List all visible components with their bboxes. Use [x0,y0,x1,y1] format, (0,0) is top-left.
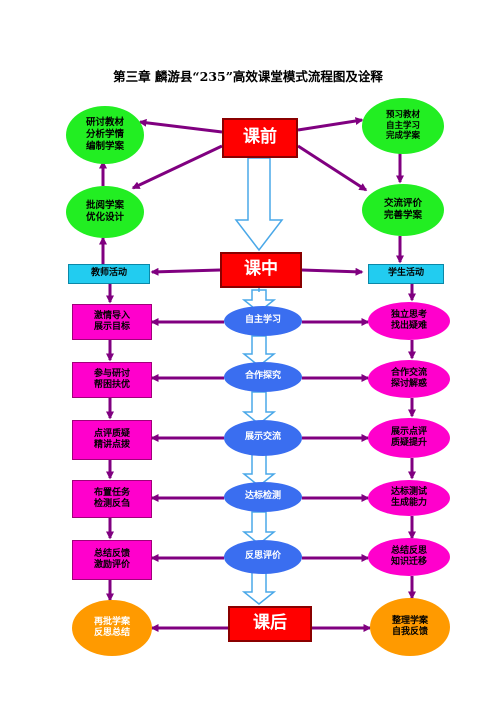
spine-arrow-4 [241,391,277,425]
teacher-step-line: 帮困扶优 [93,380,130,390]
center-step-node: 合作探究 [224,362,302,392]
student-preview-line: 预习教材 [385,110,420,121]
teacher-step-line: 点评质疑 [93,428,130,439]
center-step-node: 反思评价 [224,540,302,574]
student-activity-box: 学生活动 [368,264,444,284]
student-step-line: 展示点评 [390,426,427,437]
teacher-prep-node: 研讨教材 分析学情 编制学案 [66,106,144,164]
student-step-line: 达标测试 [390,486,427,497]
student-activity-label: 学生活动 [387,268,424,279]
student-step-node: 达标测试 生成能力 [368,480,450,516]
arrow-before-to-teacher-prep [138,118,223,134]
student-step-node: 展示点评 质疑提升 [368,418,450,458]
exchange-eval-line: 交流评价 [383,198,422,210]
spine-arrow-6 [241,511,277,545]
phase-after-label: 课后 [253,613,287,634]
teacher-step-line: 检测反刍 [93,499,130,509]
phase-during-label: 课中 [244,259,278,280]
spine-arrow-7 [241,571,277,605]
arrow-before-to-preview [297,117,364,132]
review-plan-line: 批阅学案 [85,200,124,212]
phase-before-label: 课前 [243,127,277,148]
teacher-step-line: 布置任务 [93,487,130,498]
arrow-during-to-teacher [150,267,221,276]
student-step-node: 独立思考 找出疑难 [368,302,450,340]
teacher-step-line: 激情导入 [93,310,130,321]
spine-arrow-3 [241,335,277,367]
teacher-step-box: 布置任务 检测反刍 [72,480,152,518]
center-step-node: 自主学习 [224,306,302,336]
arrow-before-to-exchange [297,144,368,192]
spine-arrow-5 [241,453,277,487]
teacher-activity-label: 教师活动 [90,268,127,279]
after-teacher-node: 再批学案 反思总结 [72,600,152,656]
student-step-line: 合作交流 [390,367,427,378]
teacher-step-box: 总结反馈 激励评价 [72,540,152,580]
after-student-node: 整理学案 自我反馈 [370,598,450,656]
teacher-step-line: 总结反馈 [93,548,130,559]
student-step-line: 探讨解惑 [390,379,427,389]
phase-after-box: 课后 [228,606,312,642]
teacher-prep-line: 研讨教材 [85,117,124,129]
spine-arrow-1 [234,157,284,252]
teacher-step-box: 参与研讨 帮困扶优 [72,362,152,398]
phase-before-box: 课前 [222,118,298,158]
center-step-node: 展示交流 [224,420,302,456]
exchange-eval-node: 交流评价 完善学案 [362,184,444,236]
teacher-prep-line: 分析学情 [85,129,124,141]
student-preview-node: 预习教材 自主学习 完成学案 [362,98,444,154]
after-student-line: 自我反馈 [391,627,428,637]
center-step-label: 自主学习 [244,315,281,326]
student-step-node: 合作交流 探讨解惑 [368,360,450,398]
teacher-step-box: 激情导入 展示目标 [72,304,152,340]
student-step-line: 质疑提升 [390,438,427,448]
center-step-label: 反思评价 [244,551,281,562]
teacher-activity-box: 教师活动 [68,264,150,284]
student-step-line: 独立思考 [390,309,427,320]
teacher-step-line: 参与研讨 [93,368,130,379]
teacher-step-line: 展示目标 [93,322,130,332]
student-step-line: 找出疑难 [390,321,427,331]
after-student-line: 整理学案 [391,615,428,626]
teacher-step-line: 精讲点拨 [93,440,130,450]
center-step-label: 达标检测 [244,491,281,502]
center-step-node: 达标检测 [224,482,302,512]
arrow-during-to-student [301,267,364,276]
student-preview-line: 自主学习 [385,120,420,131]
after-teacher-line: 反思总结 [93,628,130,638]
after-teacher-line: 再批学案 [93,616,130,627]
review-plan-node: 批阅学案 优化设计 [66,186,144,238]
teacher-step-line: 激励评价 [93,560,130,570]
student-step-line: 总结反思 [390,545,427,556]
center-step-label: 展示交流 [244,432,281,443]
exchange-eval-line: 完善学案 [383,210,422,221]
teacher-prep-line: 编制学案 [85,140,124,152]
teacher-step-box: 点评质疑 精讲点拨 [72,420,152,460]
phase-during-box: 课中 [220,252,302,288]
page-title: 第三章 麟游县“235”高效课堂模式流程图及诠释 [113,69,383,84]
student-step-line: 生成能力 [390,498,427,508]
student-preview-line: 完成学案 [385,131,420,142]
center-step-label: 合作探究 [244,371,281,382]
student-step-node: 总结反思 知识迁移 [368,538,450,576]
arrow-before-to-review [131,144,223,190]
review-plan-line: 优化设计 [85,212,124,223]
student-step-line: 知识迁移 [390,557,427,567]
